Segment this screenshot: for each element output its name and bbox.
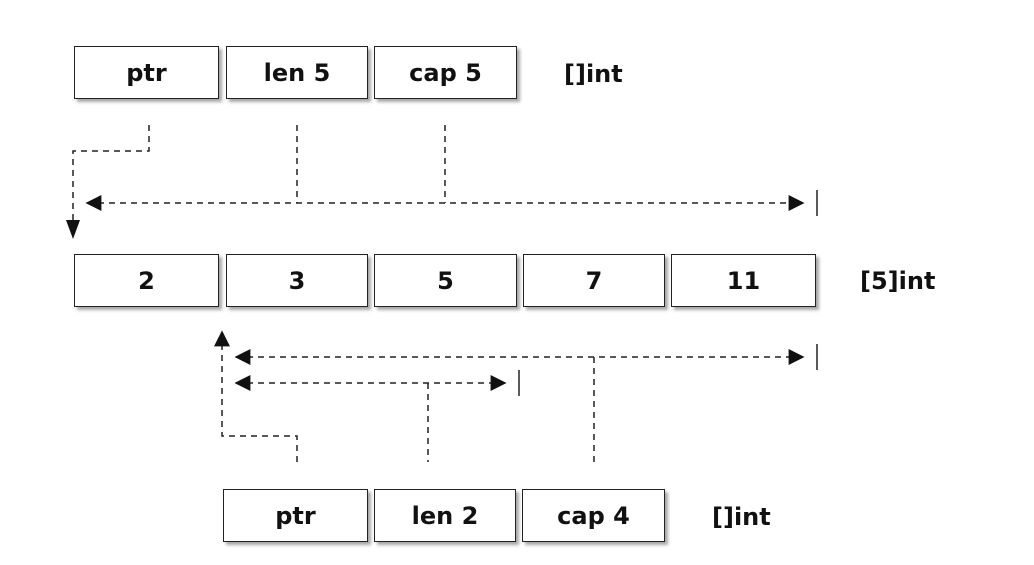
top-slice-len-field: len 5 — [226, 46, 368, 99]
array-element-2: 5 — [374, 254, 517, 307]
top-slice-type-label: []int — [564, 60, 623, 88]
top-slice-ptr-field: ptr — [74, 46, 219, 99]
array-type-label: [5]int — [860, 267, 936, 295]
top-ptr-connector — [72, 125, 150, 228]
array-element-4: 11 — [671, 254, 816, 307]
top-slice-cap-field: cap 5 — [374, 46, 517, 99]
top-ptr-arrowhead — [66, 220, 80, 239]
array-element-0: 2 — [74, 254, 219, 307]
array-element-3: 7 — [523, 254, 665, 307]
array-element-1: 3 — [226, 254, 368, 307]
bottom-slice-type-label: []int — [712, 503, 771, 531]
bottom-slice-cap-field: cap 4 — [522, 489, 665, 542]
bottom-ptr-connector — [214, 330, 298, 462]
bottom-slice-len-field: len 2 — [374, 489, 516, 542]
bottom-slice-ptr-field: ptr — [223, 489, 368, 542]
